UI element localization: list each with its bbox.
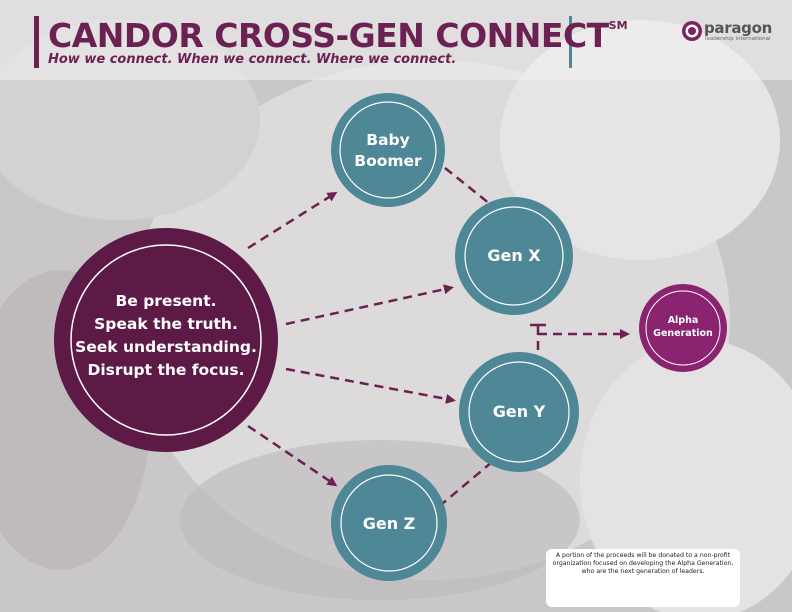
core-principles-circle [54,228,278,452]
logo-wordmark: paragon [704,19,773,37]
header-left-bar [34,16,39,68]
header-box: CANDOR CROSS-GEN CONNECTSM How we connec… [34,14,628,68]
label-baby-boomer-line-1: Baby [366,131,410,149]
label-gen-z: Gen Z [362,514,416,533]
arrow-to-gen-y [285,367,456,404]
arrow-to-gen-z [247,424,338,487]
logo-tagline: leadership international [705,36,771,42]
label-alpha-line-2: Generation [653,328,713,339]
label-baby-boomer-line-2: Boomer [354,152,422,170]
paragon-logo: paragon leadership international [681,18,781,44]
label-alpha-generation: Alpha Generation [643,314,723,340]
node-gen-y [459,352,579,472]
label-gen-y: Gen Y [492,402,546,421]
title-text: CANDOR CROSS-GEN CONNECT [48,16,609,55]
node-alpha-generation [639,284,727,372]
service-mark: SM [608,19,628,32]
principle-3: Seek understanding. [75,338,257,356]
donation-footnote: A portion of the proceeds will be donate… [546,549,740,607]
arrow-to-baby-boomer [247,191,338,250]
principle-2: Speak the truth. [94,315,238,333]
label-alpha-line-1: Alpha [667,315,699,326]
core-principles-text: Be present. Speak the truth. Seek unders… [62,290,270,382]
page-subtitle: How we connect. When we connect. Where w… [48,52,457,67]
node-baby-boomer [331,93,445,207]
arrow-to-gen-x [285,284,454,326]
principle-4: Disrupt the focus. [87,361,245,379]
label-baby-boomer: Baby Boomer [338,130,438,172]
page-title: CANDOR CROSS-GEN CONNECTSM [48,16,628,55]
link-boomer-genx [444,167,491,205]
paragon-swirl-icon [682,21,702,41]
node-gen-x [455,197,573,315]
principle-1: Be present. [115,292,217,310]
node-gen-z [331,465,447,581]
label-gen-x: Gen X [487,246,541,265]
link-geny-genz [441,461,493,505]
header-right-bar [569,16,572,68]
